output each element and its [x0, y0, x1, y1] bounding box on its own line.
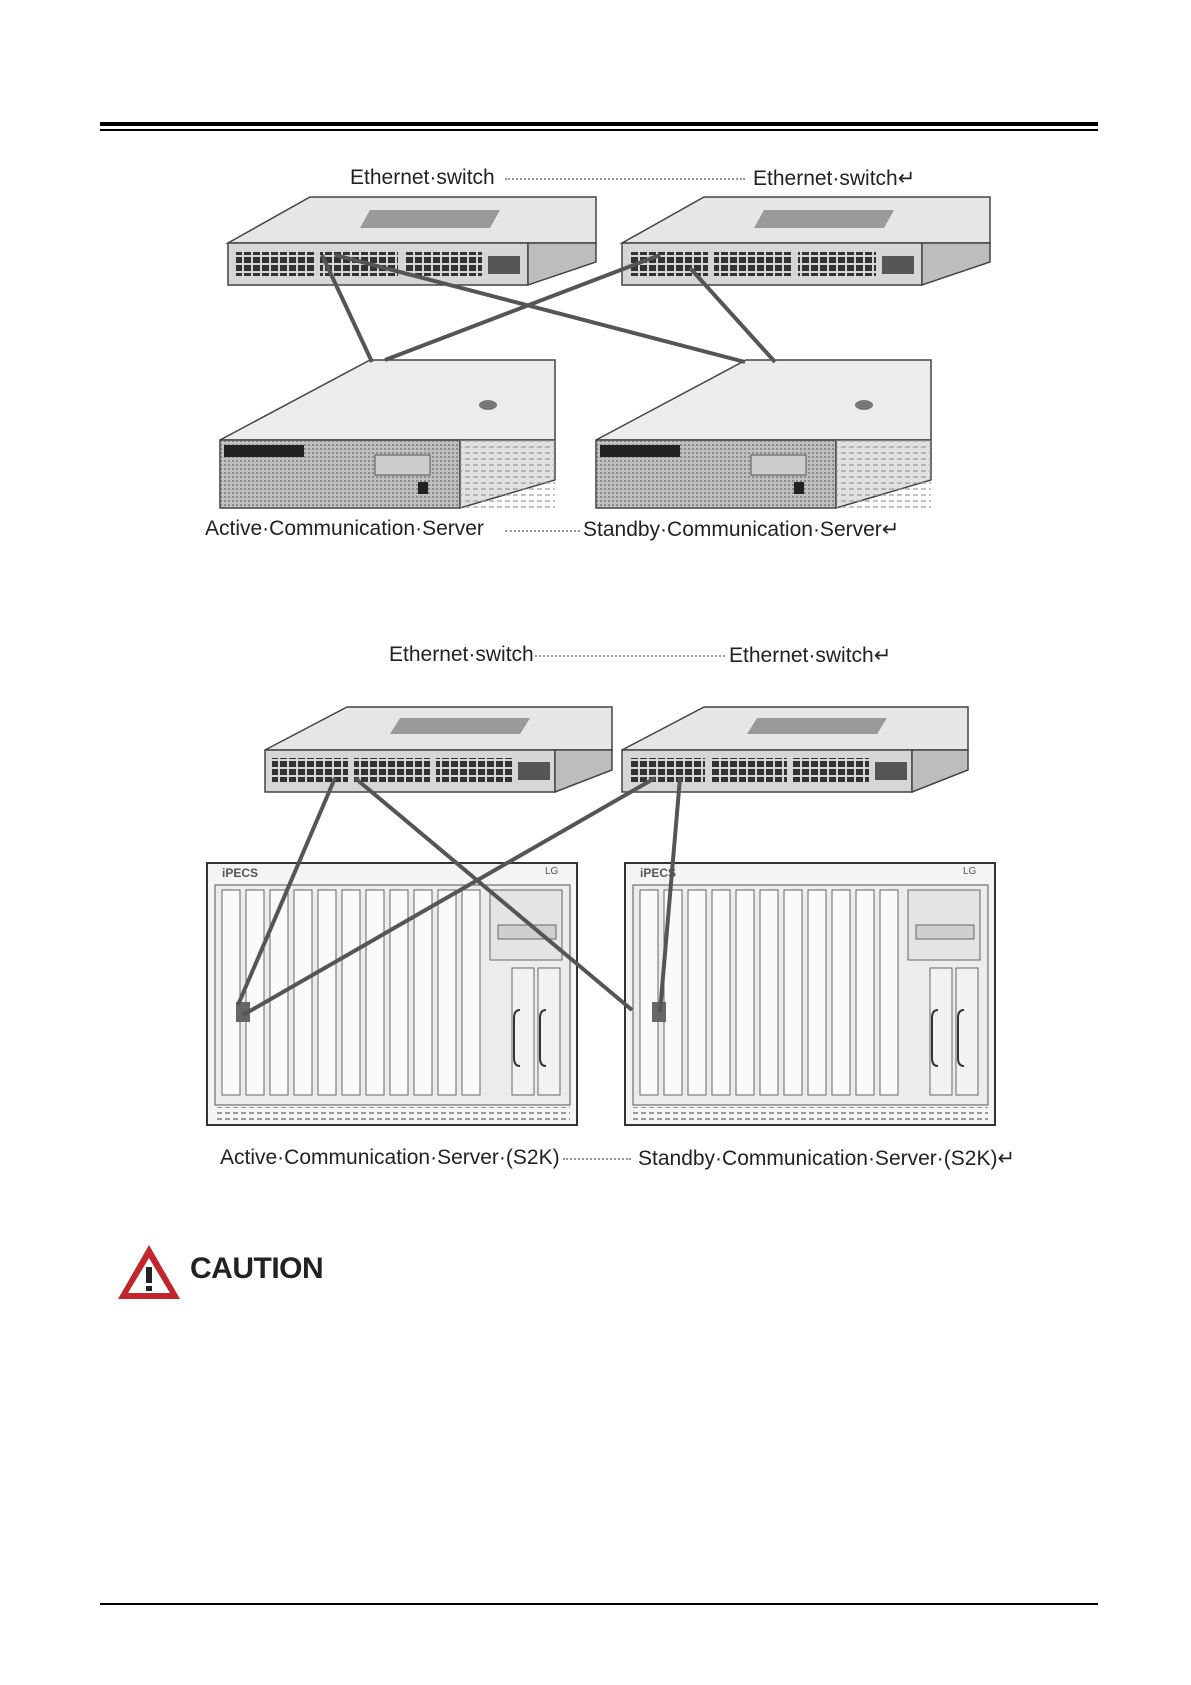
d1-switch-left: [228, 197, 596, 285]
caution-label: CAUTION: [190, 1252, 323, 1286]
d2-chassis-active-brand: iPECS: [222, 866, 258, 880]
d2-chassis-active-logo: LG: [545, 866, 558, 877]
d2-switch-right: [622, 707, 968, 792]
d2-chassis-standby-brand: iPECS: [640, 866, 676, 880]
warning-triangle-icon: [115, 1242, 183, 1302]
d2-switch-left: [265, 707, 612, 792]
d1-server-standby: [596, 360, 931, 508]
d2-chassis-active: [207, 863, 577, 1125]
d2-chassis-standby: [625, 863, 995, 1125]
d1-server-active: [220, 360, 555, 508]
d1-switch-right: [622, 197, 990, 285]
d2-chassis-standby-logo: LG: [963, 866, 976, 877]
footer-rule: [100, 1603, 1098, 1605]
